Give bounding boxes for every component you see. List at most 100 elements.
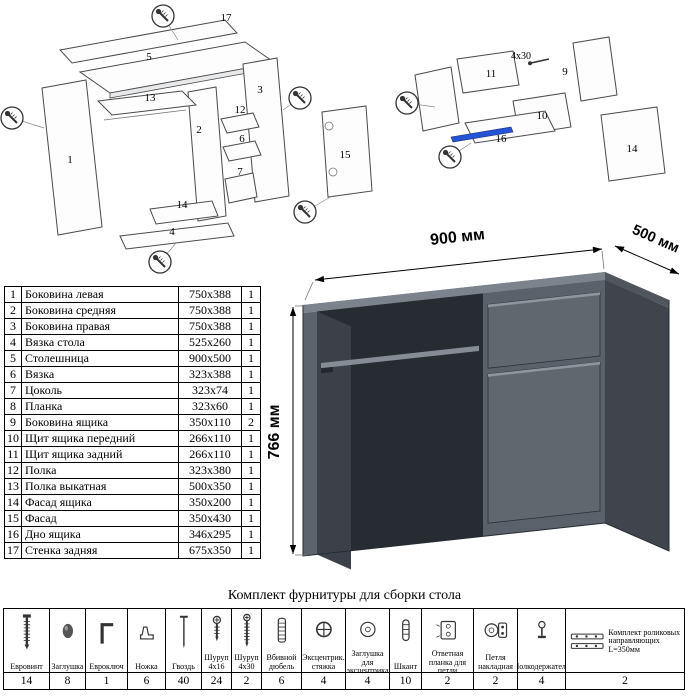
cell-name: Дно ящика [21, 526, 179, 543]
panels-main [41, 19, 373, 250]
cell-name: Полка [21, 462, 179, 479]
desk-opening [317, 293, 483, 555]
panel-rollout-shelf [96, 90, 198, 116]
hardware-qty: 2 [422, 673, 474, 690]
part-label: 14 [627, 143, 639, 155]
exploded-view-drawer: 11 9 10 16 14 4x30 [395, 36, 666, 182]
part-label: 3 [257, 84, 263, 96]
hardware-item: Заглушка для эксцентрика [346, 609, 390, 673]
part-label: 17 [221, 12, 233, 24]
cell-num: 10 [4, 430, 22, 447]
door-front [487, 361, 601, 524]
cell-num: 14 [4, 494, 22, 511]
cell-num: 1 [4, 286, 22, 303]
detail-callouts [0, 4, 333, 274]
panel-left-side [41, 79, 103, 236]
panel-door [321, 105, 373, 198]
hardware-item: Ножка [128, 609, 166, 673]
part-label: 11 [486, 68, 497, 80]
rail-kit-icon [569, 623, 605, 661]
drawer-front [487, 291, 601, 369]
hardware-qty: 6 [128, 673, 166, 690]
panel-drawer-back [456, 50, 520, 94]
cam-icon [312, 612, 336, 650]
hardware-item: Евровинт [4, 609, 50, 673]
cell-size: 900x500 [178, 350, 242, 367]
hardware-item: Шуруп 4x16 [202, 609, 232, 673]
hardware-item-label: Заглушка [51, 661, 84, 671]
cell-size: 750x388 [178, 286, 242, 303]
cell-name: Боковина правая [21, 318, 179, 335]
hardware-qty: 10 [390, 673, 422, 690]
part-label: 14 [177, 199, 189, 211]
cell-num: 4 [4, 334, 22, 351]
hardware-item-label: Евровинт [10, 661, 43, 671]
cell-name: Полка выкатная [21, 478, 179, 495]
cell-name: Щит ящика задний [21, 446, 179, 463]
shelf-pin-icon [530, 612, 554, 650]
cell-name: Стенка задняя [21, 542, 179, 559]
screw-size-note: 4x30 [511, 51, 531, 62]
cell-num: 2 [4, 302, 22, 319]
hardware-kit-title: Комплект фурнитуры для сборки стола [227, 588, 462, 603]
cell-qty: 1 [241, 318, 261, 335]
cell-size: 323x74 [178, 382, 242, 399]
part-label: 7 [237, 166, 243, 178]
hardware-item: Заглушка [50, 609, 86, 673]
hardware-qty: 8 [50, 673, 86, 690]
part-numbers-drawer: 11 9 10 16 14 4x30 [486, 51, 638, 155]
hardware-qty: 6 [262, 673, 302, 690]
hardware-qty: 4 [302, 673, 346, 690]
hardware-qty: 2 [474, 673, 518, 690]
hardware-item-label: Комплект роликовых направляющих L=350мм [608, 627, 681, 654]
screw-30-icon [235, 612, 259, 650]
part-label: 1 [67, 154, 73, 166]
hardware-item: Шуруп 4x30 [232, 609, 262, 673]
screw-16-icon [205, 612, 229, 650]
roller-rail-highlight [450, 126, 514, 143]
cell-size: 323x60 [178, 398, 242, 415]
cell-size: 350x110 [178, 414, 242, 431]
dimension-width: 900 мм [429, 226, 485, 249]
cell-num: 11 [4, 446, 22, 463]
panel-back-wall [59, 19, 238, 64]
desk-right-side [605, 280, 669, 551]
shkant-icon [394, 612, 418, 650]
part-label: 10 [537, 110, 549, 122]
door-groove-handle [488, 361, 600, 377]
cell-num: 5 [4, 350, 22, 367]
cell-size: 675x350 [178, 542, 242, 559]
dimension-height: 766 мм [266, 405, 283, 460]
part-label: 5 [146, 51, 152, 63]
part-label: 9 [562, 66, 568, 78]
hardware-item: Комплект роликовых направляющих L=350мм [566, 609, 685, 673]
tray-rail [321, 367, 333, 374]
part-label: 13 [145, 92, 157, 104]
panel-drawer-side-right [572, 36, 618, 102]
hardware-qty: 4 [346, 673, 390, 690]
hardware-item-label: Евроключ [89, 661, 124, 671]
hardware-item-label: Вбивной дюбель [266, 653, 297, 671]
cam-cap-icon [356, 612, 380, 650]
hardware-item-label: Шкант [393, 661, 418, 671]
hardware-qty: 1 [86, 673, 128, 690]
hardware-item: Полкодержатель [518, 609, 566, 673]
cell-size: 750x388 [178, 302, 242, 319]
hardware-item: Ответная планка для петли [422, 609, 474, 673]
detail-callouts-drawer [395, 91, 472, 169]
hardware-qty: 4 [518, 673, 566, 690]
panel-stretcher [222, 140, 262, 162]
hardware-item-label: Гвоздь [172, 661, 195, 671]
cell-num: 8 [4, 398, 22, 415]
